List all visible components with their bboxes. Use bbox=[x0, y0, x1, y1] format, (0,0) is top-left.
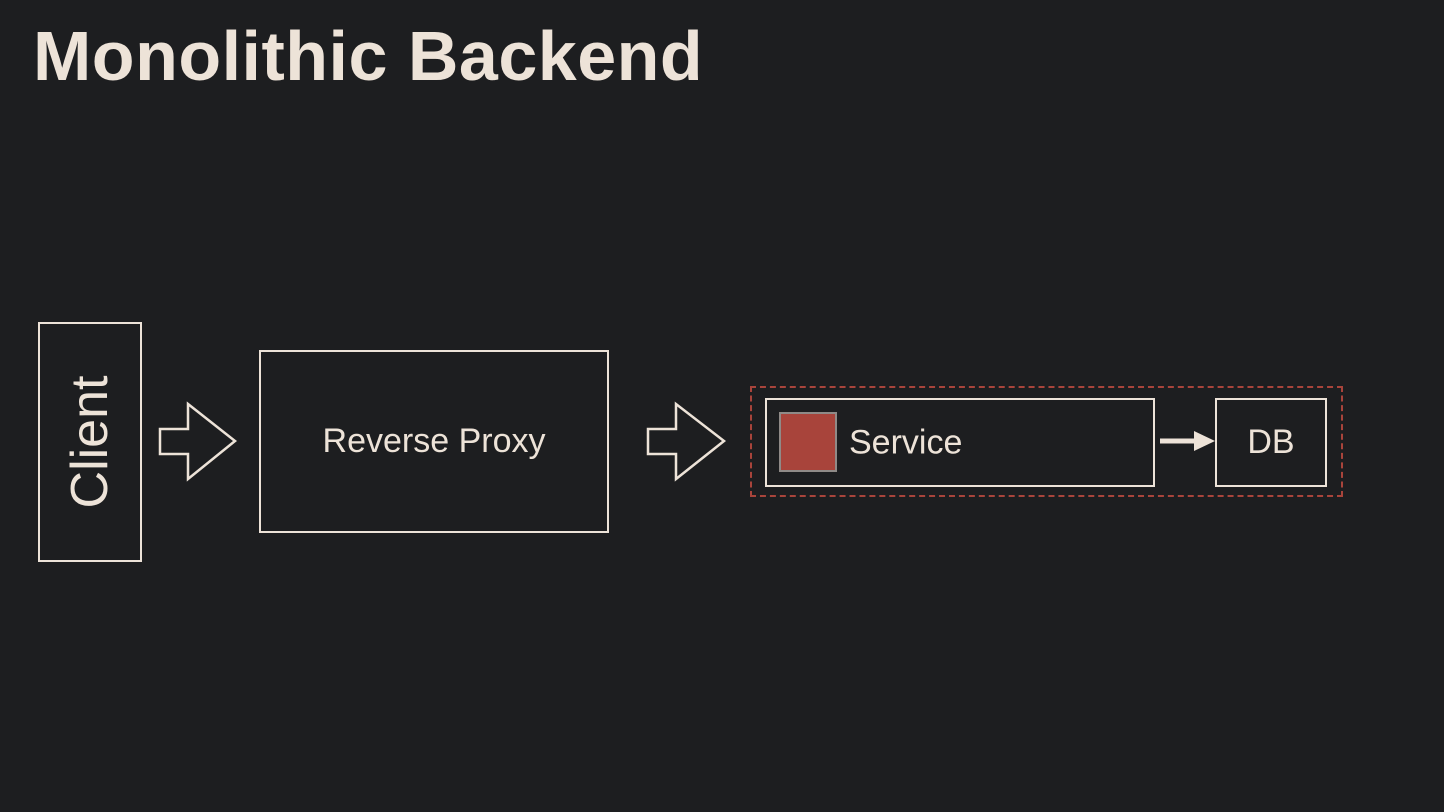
service-module-square bbox=[779, 412, 837, 472]
db-label: DB bbox=[1247, 423, 1295, 461]
db-node: DB bbox=[1215, 398, 1327, 487]
service-node: Service bbox=[765, 398, 1155, 487]
reverse-proxy-label: Reverse Proxy bbox=[322, 422, 546, 460]
client-label: Client bbox=[61, 375, 119, 509]
client-node: Client bbox=[38, 322, 142, 562]
monolith-boundary bbox=[750, 386, 1343, 497]
arrow-client-to-proxy bbox=[158, 401, 238, 482]
arrow-proxy-to-service bbox=[646, 401, 727, 482]
service-label: Service bbox=[849, 423, 963, 461]
slide-title: Monolithic Backend bbox=[33, 17, 704, 95]
reverse-proxy-node: Reverse Proxy bbox=[259, 350, 609, 533]
